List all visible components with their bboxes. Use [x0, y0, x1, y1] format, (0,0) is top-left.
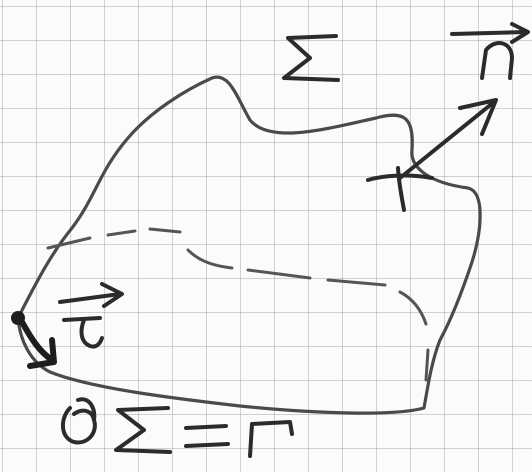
normal-vector-arrowhead — [458, 98, 498, 136]
hidden-back-edge — [186, 248, 234, 270]
sigma-symbol — [282, 34, 340, 82]
hidden-back-edge — [148, 227, 182, 234]
surface-outline — [16, 75, 482, 415]
tangent-arrow-on-boundary — [19, 319, 55, 363]
hidden-back-edge — [46, 236, 92, 250]
normal-vector-arrow — [398, 100, 496, 180]
hidden-back-edge — [246, 268, 312, 280]
hidden-back-edge — [106, 229, 137, 237]
normal-label-overarrow — [450, 30, 528, 36]
tangent-arrow-head — [27, 337, 57, 369]
hidden-back-edge — [424, 348, 430, 382]
boundary-eq-sigma — [114, 406, 172, 454]
tangent-label-overarrow — [100, 282, 124, 308]
hidden-back-edge — [326, 278, 387, 287]
surface-point-mark — [396, 166, 406, 212]
normal-label-overarrow — [510, 22, 530, 44]
tangent-label-overarrow — [58, 292, 122, 304]
boundary-eq-gamma — [248, 420, 294, 458]
normal-label-n — [480, 41, 514, 80]
tangent-label-tau — [62, 316, 104, 349]
boundary-eq-partial — [61, 397, 97, 445]
boundary-eq-equals — [184, 424, 230, 448]
hidden-back-edge — [398, 290, 428, 326]
